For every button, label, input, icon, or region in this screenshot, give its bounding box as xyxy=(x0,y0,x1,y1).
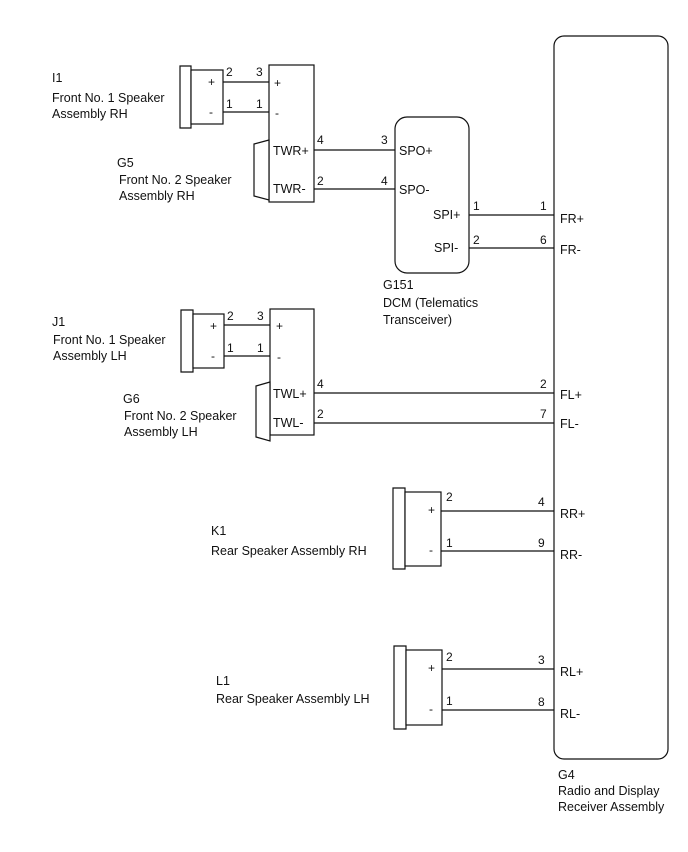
g151-term-spi-plus: SPI+ xyxy=(433,208,460,222)
g4-pin-rl-minus: 8 xyxy=(538,695,545,709)
g4-pin-fr-minus: 6 xyxy=(540,233,547,247)
l1-speaker-cone-icon xyxy=(393,645,407,730)
g6-speaker-body xyxy=(269,308,315,436)
g5-term-twr-plus: TWR+ xyxy=(273,144,309,158)
g151-dcm-box xyxy=(394,116,470,274)
g4-term-rl-minus: RL- xyxy=(560,707,580,721)
i1-pin-minus: 1 xyxy=(226,97,233,111)
g5-code: G5 xyxy=(117,156,134,170)
k1-speaker-cone-icon xyxy=(392,487,406,570)
g6-term-twl-plus: TWL+ xyxy=(273,387,307,401)
g4-receiver-box xyxy=(553,35,669,760)
l1-pin-minus: 1 xyxy=(446,694,453,708)
k1-plus-sign: + xyxy=(428,503,435,517)
g151-code: G151 xyxy=(383,278,414,292)
k1-pin-minus: 1 xyxy=(446,536,453,550)
j1-minus-sign: - xyxy=(211,349,215,363)
g5-pin-minus: 1 xyxy=(256,97,263,111)
l1-code: L1 xyxy=(216,674,230,688)
g5-pin-plus: 3 xyxy=(256,65,263,79)
g6-pin-twl-plus: 4 xyxy=(317,377,324,391)
g151-pin-spo-minus: 4 xyxy=(381,174,388,188)
l1-plus-sign: + xyxy=(428,661,435,675)
g6-term-twl-minus: TWL- xyxy=(273,416,304,430)
g151-term-spo-plus: SPO+ xyxy=(399,144,433,158)
g5-minus-sign: - xyxy=(275,106,279,120)
g5-plus-sign: + xyxy=(274,76,281,90)
j1-code: J1 xyxy=(52,315,65,329)
g4-term-rl-plus: RL+ xyxy=(560,665,583,679)
g5-pin-twr-minus: 2 xyxy=(317,174,324,188)
g5-term-twr-minus: TWR- xyxy=(273,182,306,196)
i1-plus-sign: + xyxy=(208,75,215,89)
j1-plus-sign: + xyxy=(210,319,217,333)
l1-name-line1: Rear Speaker Assembly LH xyxy=(216,692,370,706)
g4-pin-rr-plus: 4 xyxy=(538,495,545,509)
g6-plus-sign: + xyxy=(276,319,283,333)
l1-minus-sign: - xyxy=(429,702,433,716)
k1-code: K1 xyxy=(211,524,226,538)
g4-term-fr-minus: FR- xyxy=(560,243,581,257)
g151-pin-spo-plus: 3 xyxy=(381,133,388,147)
i1-code: I1 xyxy=(52,71,62,85)
g6-minus-sign: - xyxy=(277,350,281,364)
g5-name-line1: Front No. 2 Speaker xyxy=(119,173,232,187)
g4-pin-rr-minus: 9 xyxy=(538,536,545,550)
i1-name-line1: Front No. 1 Speaker xyxy=(52,91,165,105)
g5-tweeter-icon xyxy=(253,139,270,201)
g5-pin-twr-plus: 4 xyxy=(317,133,324,147)
g6-name-line2: Assembly LH xyxy=(124,425,198,439)
i1-pin-plus: 2 xyxy=(226,65,233,79)
g151-pin-spi-plus: 1 xyxy=(473,199,480,213)
g151-pin-spi-minus: 2 xyxy=(473,233,480,247)
g151-name-line2: Transceiver) xyxy=(383,313,452,327)
g4-name-line2: Receiver Assembly xyxy=(558,800,665,814)
g4-term-rr-plus: RR+ xyxy=(560,507,585,521)
g6-name-line1: Front No. 2 Speaker xyxy=(124,409,237,423)
j1-pin-minus: 1 xyxy=(227,341,234,355)
g6-pin-plus: 3 xyxy=(257,309,264,323)
l1-pin-plus: 2 xyxy=(446,650,453,664)
k1-name-line1: Rear Speaker Assembly RH xyxy=(211,544,367,558)
g6-code: G6 xyxy=(123,392,140,406)
g5-name-line2: Assembly RH xyxy=(119,189,195,203)
j1-speaker-body xyxy=(192,313,225,369)
g4-pin-rl-plus: 3 xyxy=(538,653,545,667)
g6-pin-twl-minus: 2 xyxy=(317,407,324,421)
g151-name-line1: DCM (Telematics xyxy=(383,296,478,310)
g4-pin-fl-plus: 2 xyxy=(540,377,547,391)
g4-term-fr-plus: FR+ xyxy=(560,212,584,226)
i1-speaker-body xyxy=(190,69,224,125)
g4-pin-fr-plus: 1 xyxy=(540,199,547,213)
g4-term-fl-plus: FL+ xyxy=(560,388,582,402)
g5-speaker-body xyxy=(268,64,315,203)
k1-speaker-body xyxy=(404,491,442,567)
k1-minus-sign: - xyxy=(429,543,433,557)
g4-term-fl-minus: FL- xyxy=(560,417,579,431)
g151-term-spo-minus: SPO- xyxy=(399,183,430,197)
j1-name-line2: Assembly LH xyxy=(53,349,127,363)
i1-minus-sign: - xyxy=(209,105,213,119)
k1-pin-plus: 2 xyxy=(446,490,453,504)
g4-term-rr-minus: RR- xyxy=(560,548,582,562)
j1-speaker-cone-icon xyxy=(180,309,194,373)
j1-name-line1: Front No. 1 Speaker xyxy=(53,333,166,347)
l1-speaker-body xyxy=(405,649,443,726)
j1-pin-plus: 2 xyxy=(227,309,234,323)
g4-code: G4 xyxy=(558,768,575,782)
g4-name-line1: Radio and Display xyxy=(558,784,660,798)
g4-pin-fl-minus: 7 xyxy=(540,407,547,421)
i1-name-line2: Assembly RH xyxy=(52,107,128,121)
g6-tweeter-icon xyxy=(255,381,271,442)
g6-pin-minus: 1 xyxy=(257,341,264,355)
g151-term-spi-minus: SPI- xyxy=(434,241,458,255)
i1-speaker-cone-icon xyxy=(179,65,192,129)
